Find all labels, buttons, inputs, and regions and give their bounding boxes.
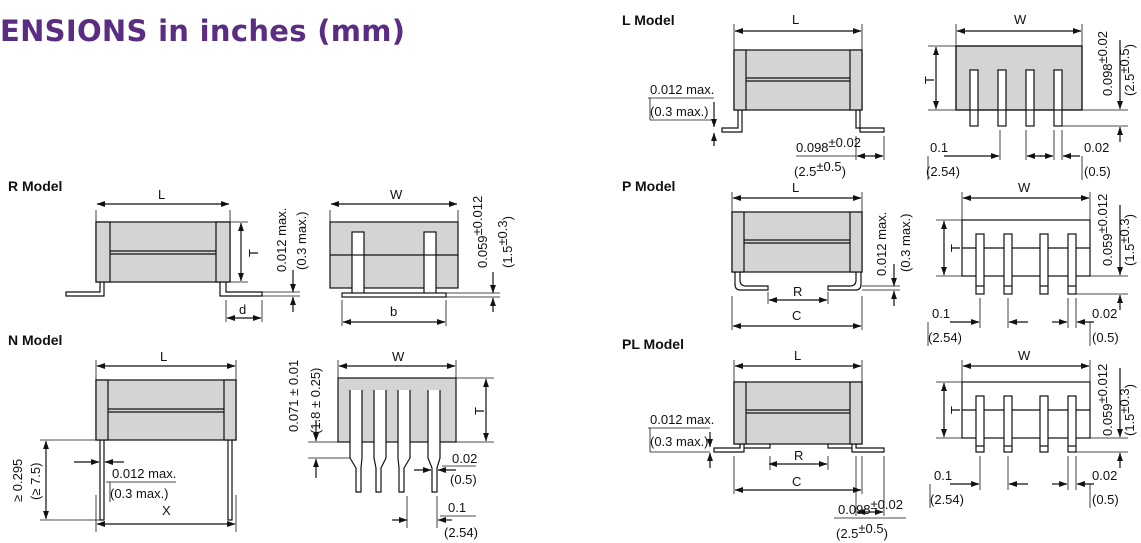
- n-height-mm: (1.8 ± 0.25): [308, 368, 323, 434]
- l-model-drawing: [648, 24, 1128, 160]
- pl-pitch-in: 0.1: [934, 468, 952, 483]
- p-lead-mm: (0.3 max.): [898, 213, 913, 272]
- r-d-label: d: [239, 302, 246, 317]
- l-width-mm: (0.5): [1084, 164, 1111, 179]
- pl-spacing-mm: (2.5±0.5): [836, 521, 888, 541]
- l-side-view: [648, 24, 885, 160]
- l-height-in: 0.098±0.02: [1095, 31, 1115, 96]
- pl-r-label: R: [794, 448, 803, 463]
- n-model-drawing: [40, 360, 494, 532]
- l-lead-mm: (0.3 max.): [650, 104, 709, 119]
- p-model-drawing: [731, 192, 1128, 330]
- n-w-label: W: [392, 349, 405, 364]
- n-lead-mm: (0.3 max.): [110, 486, 169, 501]
- pl-pitch-mm: (2.54): [930, 492, 964, 507]
- p-height-mm: (1.5±0.3): [1117, 214, 1137, 266]
- n-len-mm: (≥ 7.5): [28, 463, 43, 500]
- pl-height-mm: (1.5±0.3): [1117, 384, 1137, 436]
- r-l-label: L: [158, 187, 165, 202]
- n-lead-in: 0.012 max.: [112, 466, 176, 481]
- p-pitch-in: 0.1: [932, 306, 950, 321]
- n-width-mm: (0.5): [450, 472, 477, 487]
- r-lead-mm: (0.3 max.): [294, 211, 309, 270]
- pl-width-mm: (0.5): [1092, 492, 1119, 507]
- pl-t-label: T: [948, 406, 963, 414]
- p-pitch-mm: (2.54): [928, 330, 962, 345]
- l-l-label: L: [792, 12, 799, 27]
- p-width-mm: (0.5): [1092, 330, 1119, 345]
- pl-lead-in: 0.012 max.: [650, 412, 714, 427]
- p-c-label: C: [792, 308, 801, 323]
- p-front-view: [936, 192, 1128, 328]
- pl-w-label: W: [1018, 348, 1031, 363]
- n-model-label: N Model: [8, 332, 63, 348]
- dimension-labels: L W T 0.012 max. (0.3 max.) d b 0.059±0.…: [10, 12, 1137, 541]
- p-l-label: L: [792, 180, 799, 195]
- r-side-view: [65, 201, 300, 322]
- r-lead-in: 0.012 max.: [274, 208, 289, 272]
- r-model-label: R Model: [8, 178, 63, 194]
- pl-l-label: L: [794, 348, 801, 363]
- pl-front-view: [936, 360, 1128, 490]
- l-t-label: T: [922, 76, 937, 84]
- r-model-drawing: [65, 201, 500, 326]
- n-l-label: L: [160, 349, 167, 364]
- l-spacing-mm: (2.5±0.5): [794, 159, 846, 179]
- r-w-label: W: [390, 187, 403, 202]
- pl-height-in: 0.059±0.012: [1095, 364, 1115, 436]
- l-height-mm: (2.5±0.5): [1117, 44, 1137, 96]
- pl-c-label: C: [792, 474, 801, 489]
- p-r-label: R: [793, 284, 802, 299]
- l-front-view: [928, 24, 1128, 160]
- n-len-in: ≥ 0.295: [10, 459, 25, 502]
- n-pitch-mm: (2.54): [444, 525, 478, 540]
- n-pitch-in: 0.1: [448, 500, 466, 515]
- n-front-view: [308, 360, 494, 528]
- p-width-in: 0.02: [1092, 306, 1117, 321]
- l-lead-in: 0.012 max.: [650, 82, 714, 97]
- p-w-label: W: [1018, 180, 1031, 195]
- l-spacing-in: 0.098±0.02: [796, 135, 861, 155]
- r-height-mm: (1.5±0.3): [495, 216, 515, 268]
- p-t-label: T: [948, 244, 963, 252]
- p-model-label: P Model: [622, 178, 676, 194]
- pl-width-in: 0.02: [1092, 468, 1117, 483]
- n-width-in: 0.02: [452, 451, 477, 466]
- n-x-label: X: [162, 503, 171, 518]
- r-b-label: b: [390, 304, 397, 319]
- label-brackets: [109, 98, 1091, 508]
- p-lead-in: 0.012 max.: [874, 212, 889, 276]
- n-side-view: [40, 360, 237, 532]
- l-w-label: W: [1014, 12, 1027, 27]
- n-t-label: T: [472, 407, 487, 415]
- l-model-label: L Model: [622, 12, 675, 28]
- r-t-label: T: [246, 249, 261, 257]
- pl-side-view: [648, 360, 906, 519]
- pl-model-label: PL Model: [622, 336, 684, 352]
- n-height-in: 0.071 ± 0.01: [286, 360, 301, 432]
- r-front-view: [329, 201, 500, 326]
- page-title: ENSIONS in inches (mm): [0, 14, 406, 48]
- l-pitch-in: 0.1: [930, 140, 948, 155]
- p-side-view: [731, 192, 900, 330]
- r-height-in: 0.059±0.012: [470, 196, 490, 268]
- pl-model-drawing: [648, 360, 1128, 519]
- pl-spacing-in: 0.098±0.02: [838, 497, 903, 517]
- pl-lead-mm: (0.3 max.): [650, 434, 709, 449]
- p-height-in: 0.059±0.012: [1095, 194, 1115, 266]
- l-width-in: 0.02: [1084, 140, 1109, 155]
- l-pitch-mm: (2.54): [926, 164, 960, 179]
